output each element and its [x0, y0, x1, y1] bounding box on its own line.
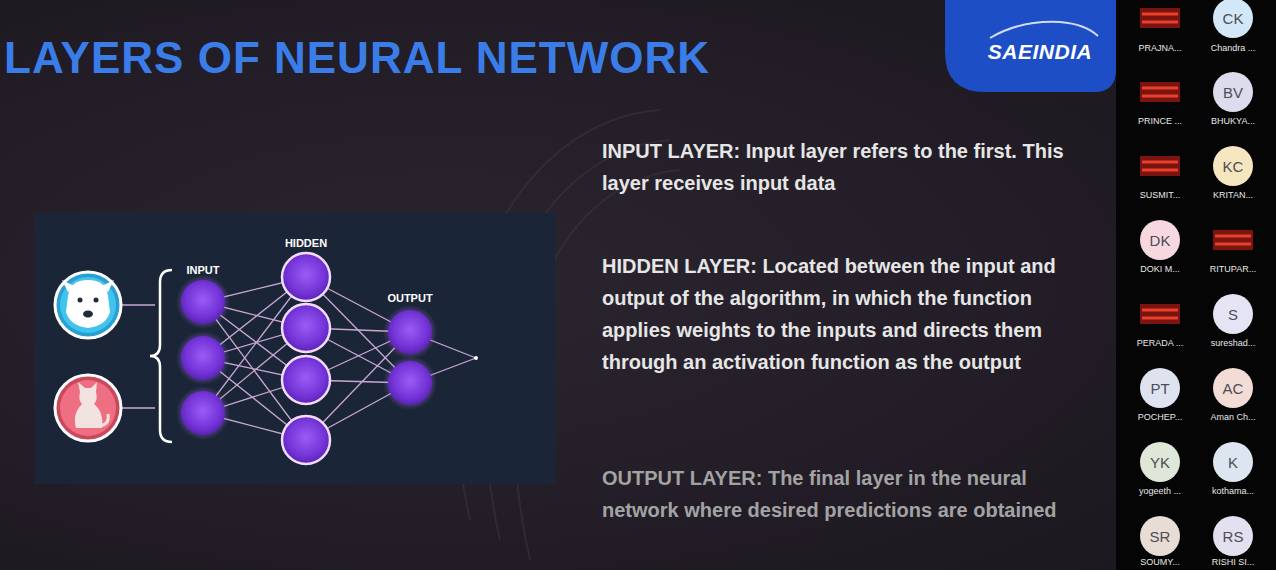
participant-name: Chandra ... — [1211, 43, 1256, 53]
layer-label: INPUT — [187, 264, 220, 276]
participant-initials: BV — [1223, 84, 1243, 101]
participant-name: BHUKYA... — [1211, 116, 1255, 126]
brace — [150, 270, 172, 442]
cat-icon — [55, 375, 121, 441]
participant-initials: AC — [1223, 380, 1244, 397]
layer-label: HIDDEN — [285, 237, 327, 249]
network-connections — [122, 277, 476, 440]
participant-initials: K — [1228, 454, 1238, 471]
dog-icon — [55, 272, 121, 338]
participant-name: SUSMIT... — [1140, 190, 1181, 200]
participant-initials: YK — [1150, 454, 1170, 471]
participant-initials: DK — [1150, 232, 1171, 249]
participant-initials: S — [1228, 306, 1238, 323]
layer-description: INPUT LAYER: Input layer refers to the f… — [602, 135, 1080, 199]
participant-name: DOKI M... — [1140, 264, 1180, 274]
layer-description: HIDDEN LAYER: Located between the input … — [602, 250, 1080, 378]
participant-initials: CK — [1223, 10, 1244, 27]
participant-name: sureshad... — [1211, 338, 1256, 348]
participant-name: PRINCE ... — [1138, 116, 1182, 126]
participant-initials: RS — [1223, 528, 1244, 545]
participant-name: Aman Ch... — [1210, 412, 1255, 422]
participant-name: POCHEP... — [1138, 412, 1182, 422]
participant-name: SOUMY... — [1140, 557, 1179, 567]
participant-name: PRAJNA... — [1138, 43, 1181, 53]
participant-name: KRITAN... — [1213, 190, 1253, 200]
participant-initials: SR — [1150, 528, 1171, 545]
logo-text: SAEINDIA — [988, 40, 1092, 64]
participant-avatars — [1140, 0, 1253, 556]
participant-initials: KC — [1223, 158, 1244, 175]
neurons — [176, 253, 437, 464]
diagram-panel — [35, 213, 555, 484]
logo-badge — [945, 0, 1116, 92]
layer-description: OUTPUT LAYER: The final layer in the neu… — [602, 462, 1080, 526]
participant-name: RISHI SI... — [1212, 557, 1255, 567]
participant-name: PERADA ... — [1137, 338, 1184, 348]
layer-label: OUTPUT — [387, 292, 432, 304]
participant-name: RITUPAR... — [1210, 264, 1256, 274]
slide-title: LAYERS OF NEURAL NETWORK — [4, 36, 710, 80]
participant-name: kothama... — [1212, 486, 1254, 496]
participant-initials: PT — [1150, 380, 1169, 397]
participant-name: yogeeth ... — [1139, 486, 1181, 496]
